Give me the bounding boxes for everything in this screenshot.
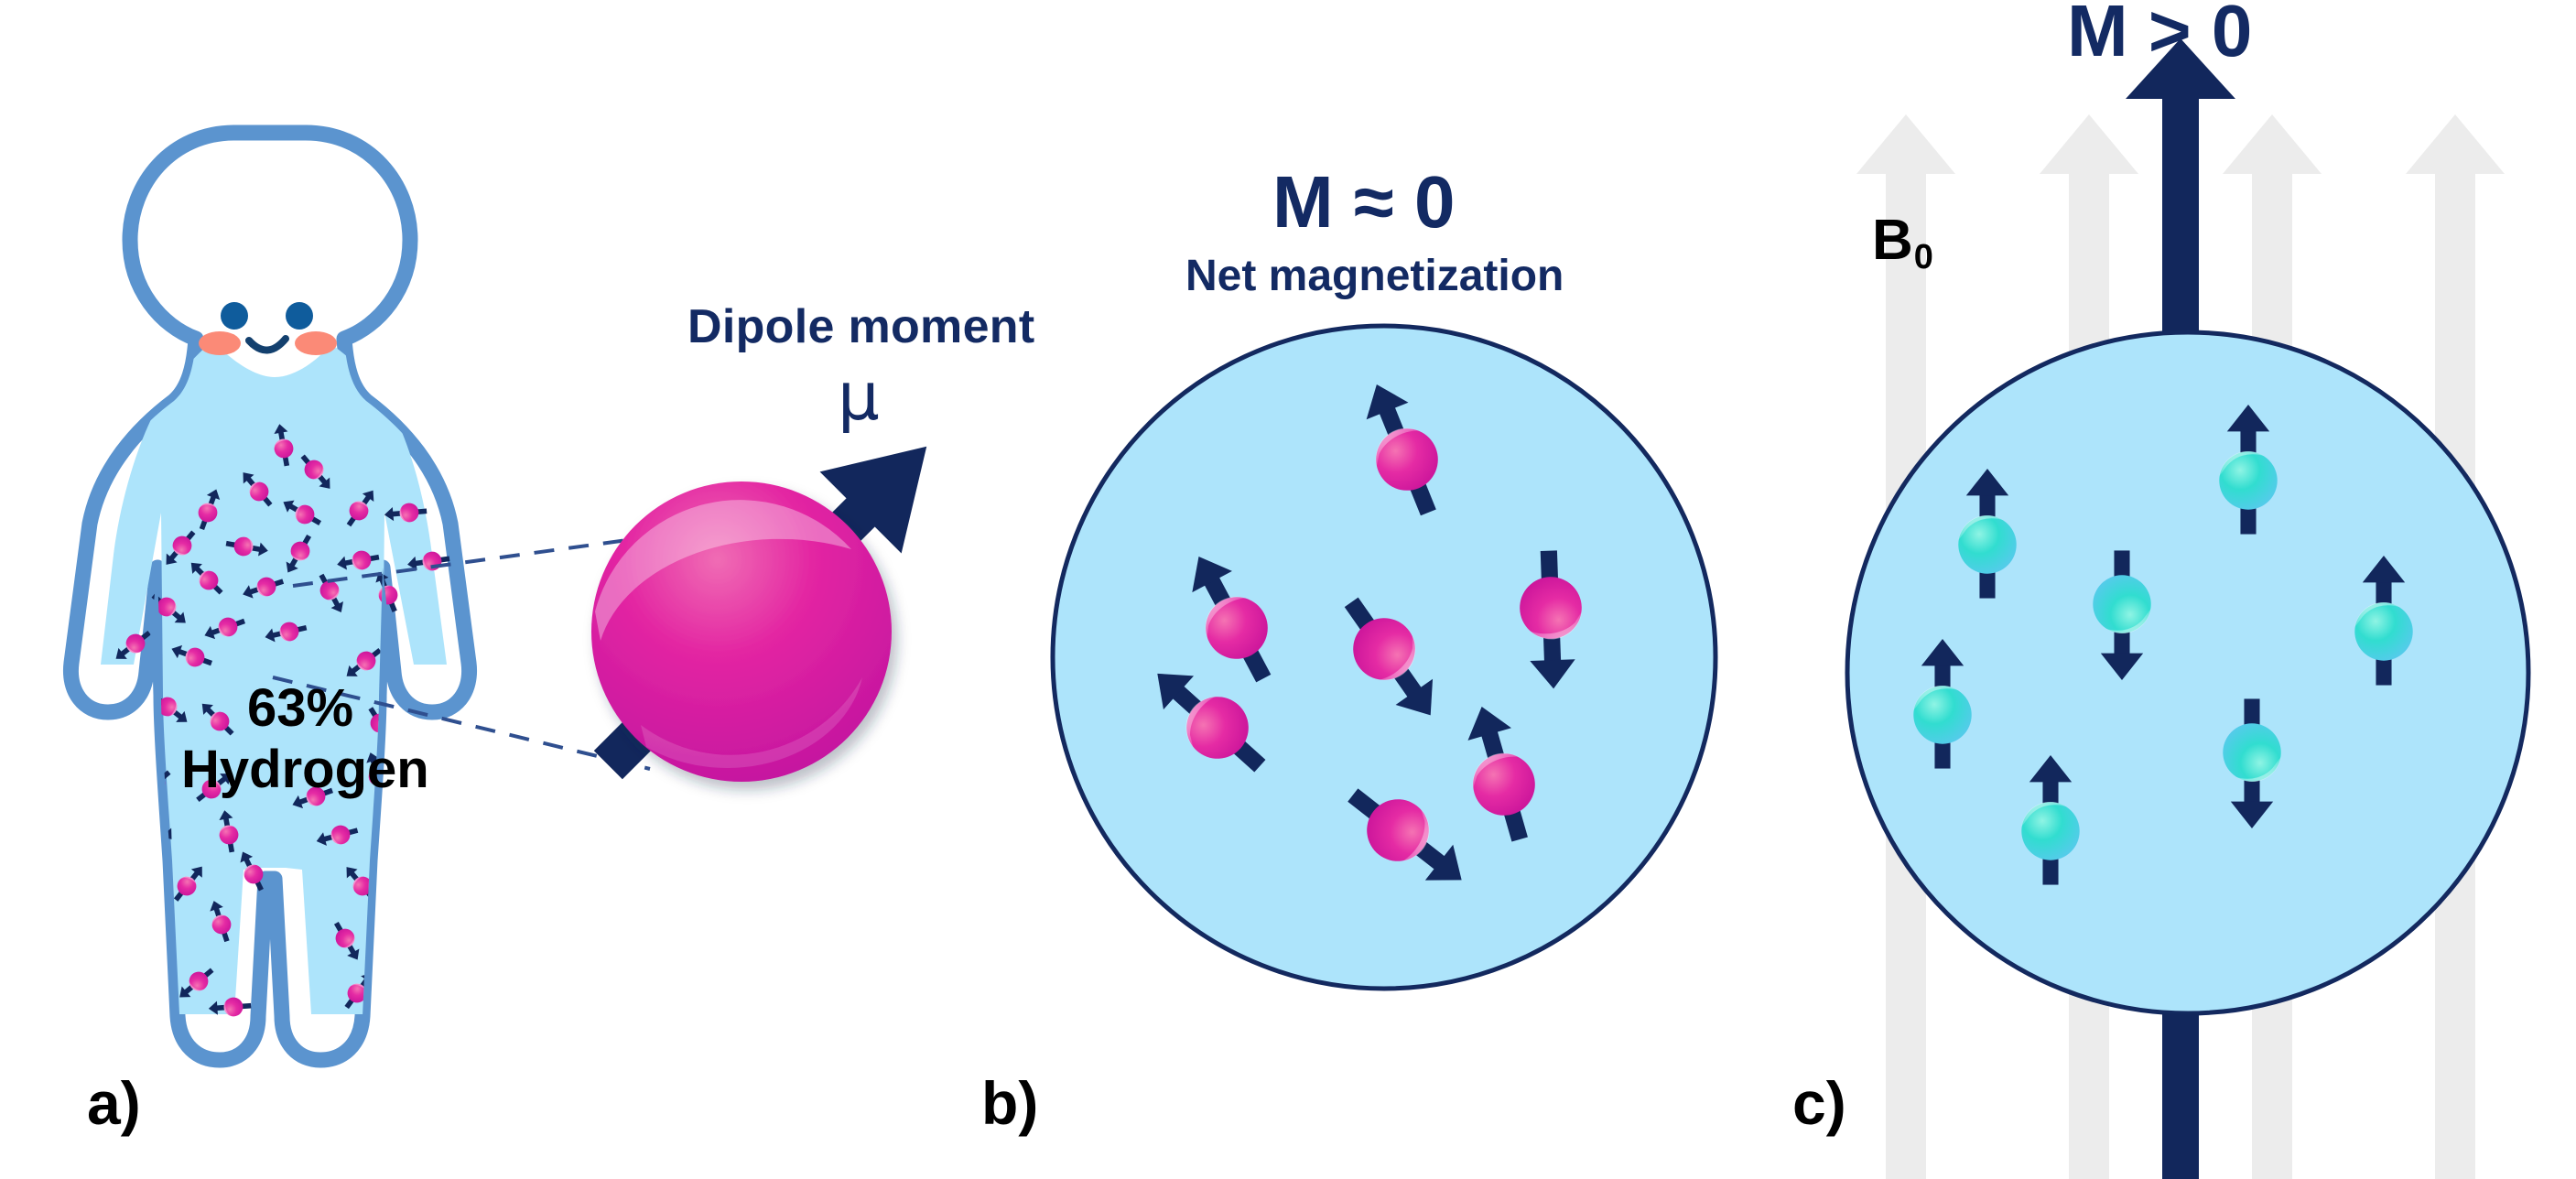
proton-c3	[2093, 550, 2151, 680]
b0-field-letter: B	[1872, 209, 1913, 272]
panel-b-caption: b)	[981, 1069, 1039, 1137]
proton-c5	[2219, 405, 2278, 535]
proton-c6	[2223, 698, 2281, 828]
panel-a-caption: a)	[87, 1069, 141, 1137]
hydrogen-percent-label: 63%	[247, 678, 354, 738]
b0-field-subscript: 0	[1913, 238, 1933, 276]
panel-a-body-figure	[70, 133, 469, 1060]
dipole-moment-sphere	[591, 446, 927, 782]
panel-b-headline: M ≈ 0	[1272, 161, 1456, 243]
b0-field-label: B0	[1872, 209, 1933, 276]
panel-c-caption: c)	[1792, 1069, 1846, 1137]
panel-c-headline: M > 0	[2067, 0, 2253, 71]
cheek-right-icon	[295, 331, 337, 355]
panel-c-sphere	[1845, 330, 2531, 1016]
hydrogen-word-label: Hydrogen	[181, 740, 429, 799]
smile-icon	[245, 335, 289, 354]
proton-c4	[2021, 755, 2080, 885]
eye-right-icon	[286, 302, 313, 330]
panel-c-protons	[1913, 405, 2413, 885]
callout-dashed-lines	[272, 536, 651, 771]
panel-b-sphere	[1050, 323, 1718, 991]
panel-b-subtitle: Net magnetization	[1185, 252, 1564, 300]
net-magnetization-arrow-tail	[2162, 1013, 2199, 1179]
eye-left-icon	[221, 302, 248, 330]
cheek-left-icon	[199, 331, 241, 355]
dipole-moment-label: Dipole moment	[687, 300, 1035, 353]
mu-symbol-label: μ	[838, 358, 880, 435]
proton-c1	[1958, 469, 2017, 599]
proton-c2	[1913, 639, 1972, 769]
proton-c7	[2354, 556, 2413, 686]
